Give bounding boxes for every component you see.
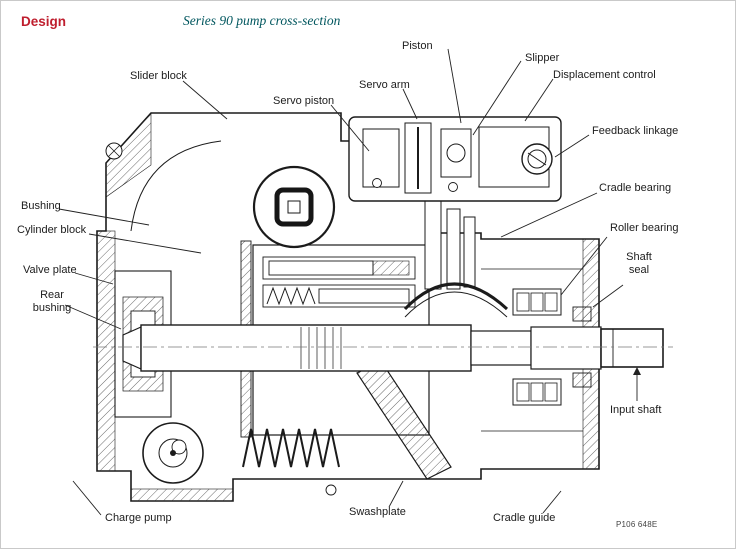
control-assembly xyxy=(348,116,562,202)
servo-piston-shape xyxy=(362,128,400,188)
label-input-shaft: Input shaft xyxy=(610,404,662,416)
label-feedback-linkage: Feedback linkage xyxy=(592,125,679,137)
shaft-shape xyxy=(122,324,664,372)
leader-roller-bearing xyxy=(560,236,608,296)
spring-shape xyxy=(242,428,340,468)
charge-pump-shape xyxy=(142,422,204,484)
leader-servo-arm xyxy=(402,88,418,120)
label-cradle-bearing: Cradle bearing xyxy=(599,182,672,194)
input-shaft-shape xyxy=(600,328,664,368)
input-shaft-arrow xyxy=(633,367,641,375)
label-slipper: Slipper xyxy=(525,52,560,64)
leader-servo-piston xyxy=(330,104,370,152)
leader-slider-block xyxy=(182,80,228,120)
slipper-shape xyxy=(446,143,466,163)
label-piston: Piston xyxy=(402,40,433,52)
label-cylinder-block: Cylinder block xyxy=(17,224,87,236)
leader-valve-plate xyxy=(74,272,114,285)
leader-cradle-bearing xyxy=(500,192,598,238)
label-rear-bushing: Rear bushing xyxy=(32,289,72,314)
shaft-seal-shape xyxy=(572,306,592,388)
page-title: Design xyxy=(21,14,67,29)
label-bushing: Bushing xyxy=(21,200,61,212)
leader-slipper xyxy=(472,60,522,136)
part-number: P106 648E xyxy=(616,520,658,529)
leader-shaft-seal xyxy=(592,284,624,308)
label-cradle-guide: Cradle guide xyxy=(493,512,556,524)
label-shaft-seal: Shaft seal xyxy=(626,251,652,276)
label-servo-piston: Servo piston xyxy=(273,95,335,107)
label-slider-block: Slider block xyxy=(130,70,187,82)
leader-feedback-linkage xyxy=(554,134,590,158)
leader-bushing xyxy=(58,208,150,226)
leader-displacement-control xyxy=(524,78,554,122)
label-servo-arm: Servo arm xyxy=(359,79,410,91)
leader-charge-pump xyxy=(72,480,102,516)
servo-piston-bore xyxy=(252,165,336,249)
label-displacement-control: Displacement control xyxy=(553,69,656,81)
leader-rear-bushing xyxy=(64,304,122,330)
leader-cylinder-block xyxy=(88,233,202,254)
cradle-bearing-shape xyxy=(403,282,509,311)
figure-subtitle: Series 90 pump cross-section xyxy=(183,13,341,28)
feedback-linkage-shape xyxy=(521,143,553,175)
roller-bearing-shape xyxy=(512,288,562,406)
leader-cradle-guide xyxy=(542,490,562,514)
label-charge-pump: Charge pump xyxy=(105,512,172,524)
piston-assembly xyxy=(403,191,509,318)
label-swashplate: Swashplate xyxy=(349,506,406,518)
leader-swashplate xyxy=(388,480,404,508)
label-valve-plate: Valve plate xyxy=(23,264,77,276)
leader-piston xyxy=(447,48,462,124)
bolt-icon xyxy=(105,142,337,496)
leader-lines xyxy=(58,48,641,516)
label-roller-bearing: Roller bearing xyxy=(610,222,679,234)
